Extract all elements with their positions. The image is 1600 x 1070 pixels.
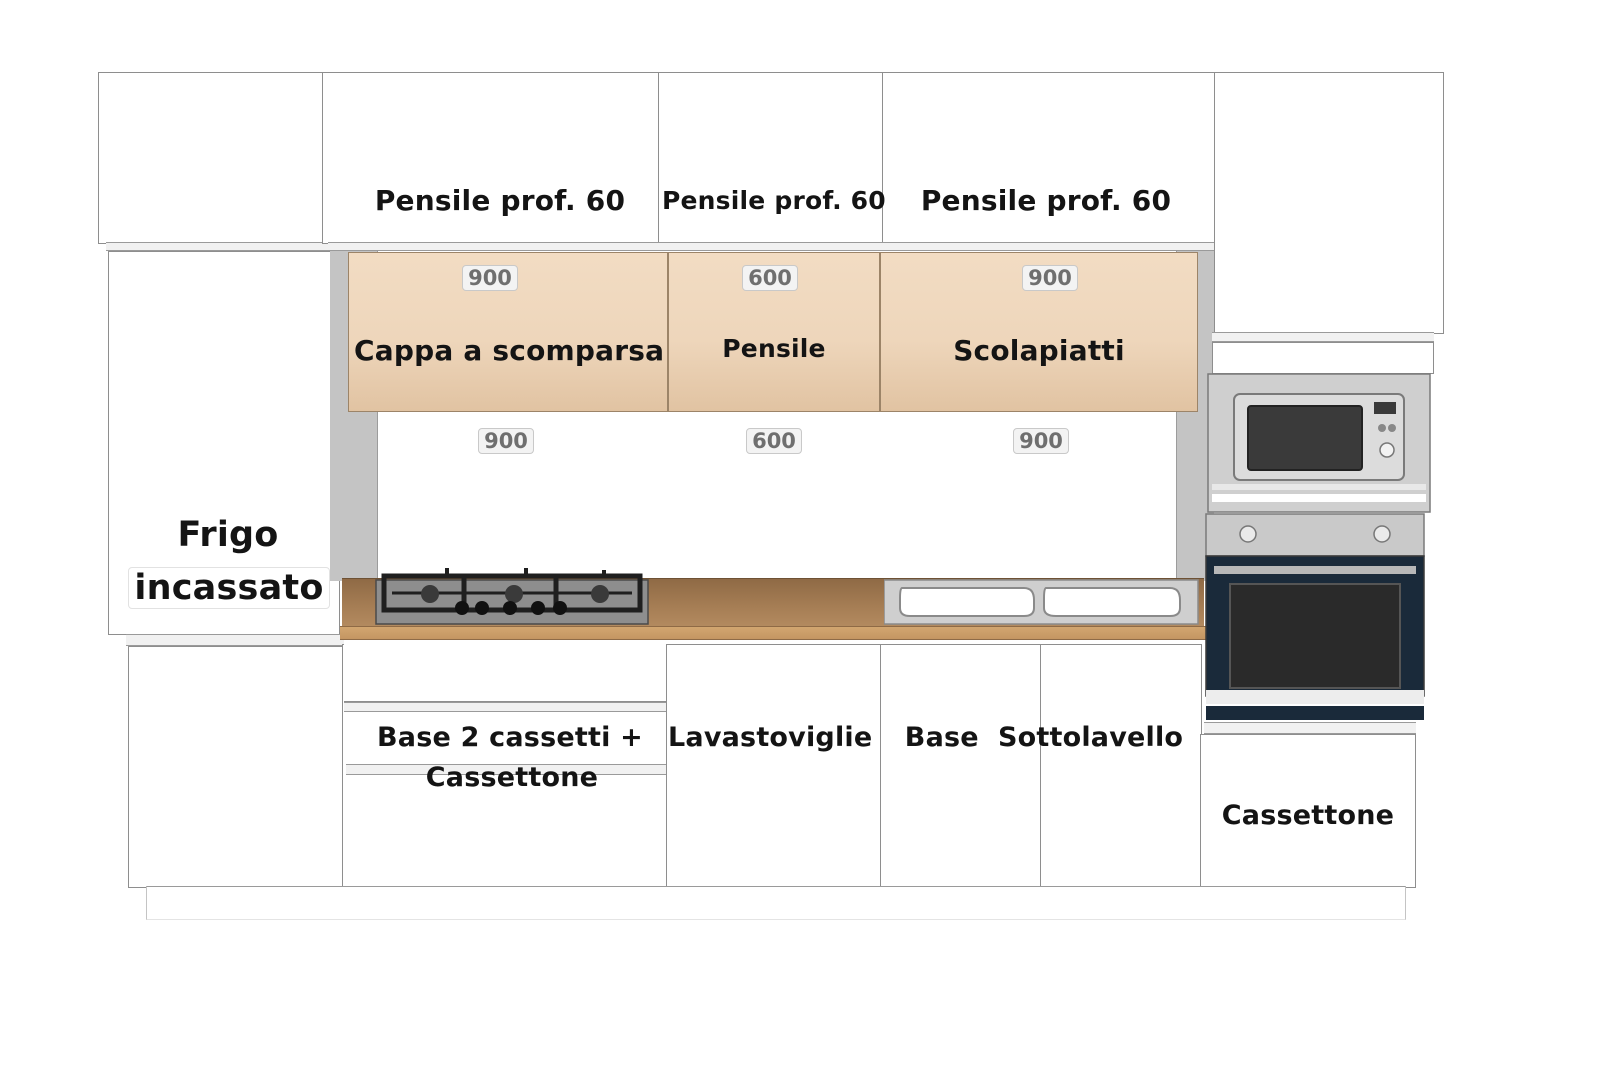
oven-icon — [1205, 513, 1425, 720]
wall-mid-label: Pensile — [722, 334, 826, 363]
base-drawers-label-line1: Base 2 cassetti + — [377, 722, 643, 753]
microwave-icon — [1207, 373, 1431, 513]
double-sink-icon — [884, 579, 1199, 625]
upper-cabinet-left — [322, 72, 660, 244]
gas-hob-icon — [375, 568, 649, 625]
base-drawer-top-front — [344, 644, 666, 702]
left-top-cabinet — [98, 72, 328, 244]
lower-dimension-mid: 600 — [746, 428, 802, 454]
oven-drawer-label: Cassettone — [1221, 800, 1395, 831]
dishwasher-cabinet — [666, 644, 882, 888]
upper-row-seam — [328, 242, 1216, 251]
plinth — [146, 886, 1406, 920]
sink-base-label: Base Sottolavello — [904, 722, 1184, 753]
upper-right-label: Pensile prof. 60 — [920, 184, 1172, 217]
upper-dimension-left: 900 — [462, 265, 518, 291]
worktop-edge — [340, 626, 1206, 640]
upper-dimension-right: 900 — [1022, 265, 1078, 291]
lower-dimension-left: 900 — [478, 428, 534, 454]
upper-dimension-mid: 600 — [742, 265, 798, 291]
oven-drawer-cabinet — [1200, 734, 1416, 888]
hood-label: Cappa a scomparsa — [354, 334, 665, 367]
sink-base-right-door — [1040, 644, 1202, 888]
left-base-cabinet — [128, 646, 350, 888]
fridge-label-line2: incassato — [128, 567, 330, 609]
upper-cabinet-right — [882, 72, 1220, 244]
base-drawer-seam-1 — [344, 702, 666, 712]
left-seam-lower — [126, 634, 344, 646]
upper-mid-label: Pensile prof. 60 — [662, 186, 886, 215]
sink-base-left-door — [880, 644, 1042, 888]
right-seam-lower — [1204, 722, 1416, 734]
upper-cabinet-mid — [658, 72, 884, 244]
lower-dimension-right: 900 — [1013, 428, 1069, 454]
right-top-cabinet — [1214, 72, 1444, 334]
left-seam-upper — [106, 242, 330, 251]
dish-rack-label: Scolapiatti — [953, 334, 1125, 367]
base-drawer-seam-2 — [346, 764, 666, 775]
right-filler-panel — [1212, 342, 1434, 374]
upper-left-label: Pensile prof. 60 — [374, 184, 626, 217]
right-seam-upper — [1212, 332, 1434, 342]
dishwasher-label: Lavastoviglie — [668, 722, 873, 753]
fridge-label-line1: Frigo — [177, 515, 279, 555]
fridge-label: Frigo incassato — [128, 515, 330, 625]
base-drawers-label-line2: Cassettone — [425, 762, 599, 793]
